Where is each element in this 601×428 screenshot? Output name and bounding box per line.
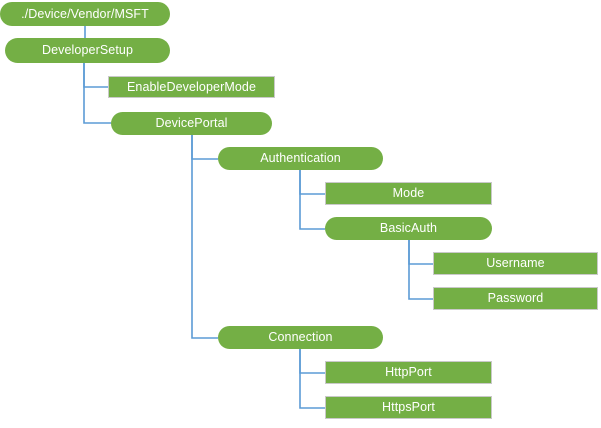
node-deviceportal[interactable]: DevicePortal: [111, 112, 272, 135]
node-root[interactable]: ./Device/Vendor/MSFT: [0, 2, 170, 26]
node-basicauth[interactable]: BasicAuth: [325, 217, 492, 240]
node-password[interactable]: Password: [433, 287, 598, 310]
node-mode[interactable]: Mode: [325, 182, 492, 205]
node-label-httpport: HttpPort: [385, 365, 432, 380]
node-label-root: ./Device/Vendor/MSFT: [21, 6, 149, 21]
connector-authentication-to-basicauth: [299, 170, 325, 230]
connector-connection-to-httpport: [299, 349, 325, 374]
connector-deviceportal-to-authentication: [191, 135, 218, 160]
connector-basicauth-to-password: [408, 240, 433, 300]
node-username[interactable]: Username: [433, 252, 598, 275]
node-label-deviceportal: DevicePortal: [155, 116, 228, 131]
node-developersetup[interactable]: DeveloperSetup: [5, 38, 170, 63]
node-authentication[interactable]: Authentication: [218, 147, 383, 170]
node-label-basicauth: BasicAuth: [379, 221, 438, 236]
connector-developersetup-to-enabledevelopermode: [83, 63, 108, 88]
node-enabledevelopermode[interactable]: EnableDeveloperMode: [108, 76, 275, 98]
node-label-developersetup: DeveloperSetup: [41, 43, 134, 58]
connector-developersetup-to-deviceportal: [83, 63, 111, 124]
node-httpport[interactable]: HttpPort: [325, 361, 492, 384]
node-label-username: Username: [486, 256, 545, 271]
node-label-authentication: Authentication: [260, 151, 341, 166]
node-label-password: Password: [487, 291, 544, 306]
node-httpsport[interactable]: HttpsPort: [325, 396, 492, 419]
connector-deviceportal-to-connection: [191, 135, 218, 339]
node-label-connection: Connection: [268, 330, 333, 345]
connector-connection-to-httpsport: [299, 349, 325, 409]
node-connection[interactable]: Connection: [218, 326, 383, 349]
connector-authentication-to-mode: [299, 170, 325, 195]
connector-basicauth-to-username: [408, 240, 433, 265]
node-label-httpsport: HttpsPort: [382, 400, 435, 415]
node-label-enabledevelopermode: EnableDeveloperMode: [126, 79, 257, 94]
node-label-mode: Mode: [392, 186, 425, 201]
